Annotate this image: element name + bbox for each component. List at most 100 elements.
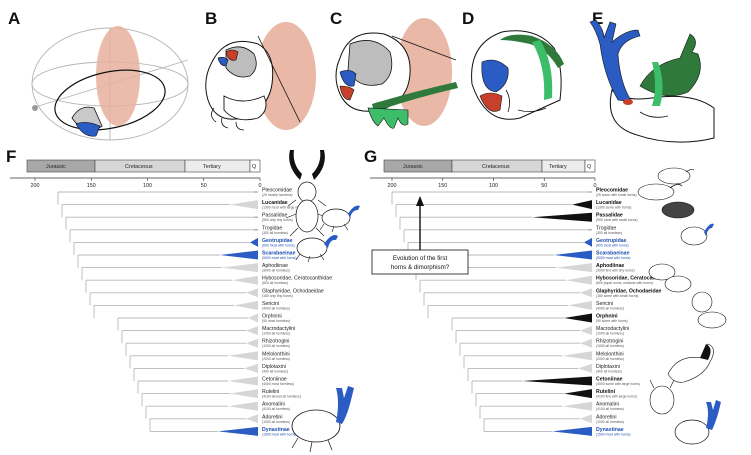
f-taxon-note: (1500 most with horns) — [262, 432, 297, 436]
annotation-group: Evolution of the first horns & dimorphis… — [371, 196, 469, 275]
g-clade-wedge — [562, 351, 592, 361]
rhinoceros-beetle-icon — [291, 386, 354, 453]
f-taxon-name: Rutelini — [262, 389, 279, 395]
era-q-g: Q — [587, 164, 591, 170]
f-clade-wedge — [246, 326, 258, 336]
g-clade-wedge — [566, 275, 592, 285]
phylogeny-f: Pleocomidae(25 mostly hornless)Lucanidae… — [57, 188, 332, 436]
blue-region-a — [75, 122, 101, 137]
f-taxon-name: Macrodactylini — [262, 326, 295, 332]
f-clade-wedge — [230, 389, 258, 399]
panel-c-diagram — [335, 18, 458, 129]
dung-beetle-icon — [319, 205, 360, 233]
f-taxon-note: (600 most with horns) — [262, 243, 295, 247]
g-taxon-note: (1000 all hornless) — [596, 344, 624, 348]
g-taxon-note: (4000 all hornless) — [596, 306, 624, 310]
g-taxon-note: (1500 most with horns) — [596, 432, 631, 436]
orphnine-beetle-icon — [697, 311, 727, 329]
g-taxon-note: (150 some with small horns) — [596, 294, 638, 298]
f-taxon-name: Scarabaeinae — [262, 251, 296, 257]
era-jurassic-g: Jurassic — [403, 164, 423, 170]
era-tertiary-g: Tertiary — [549, 164, 567, 170]
f-taxon-name: Geotrupidae — [262, 238, 293, 244]
g-clade-wedge — [556, 263, 592, 273]
g-clade-wedge — [580, 326, 592, 336]
stag-beetle-icon — [285, 150, 329, 237]
g-tick-label: 50 — [541, 183, 547, 189]
f-clade-wedge — [250, 237, 258, 247]
g-taxon-note: (3000 few with tiny horns) — [596, 269, 635, 273]
f-taxon-note: (1000 all hornless) — [262, 332, 290, 336]
g-taxon-note: (500 most with small horns) — [596, 218, 637, 222]
rutelin-beetle-icon — [649, 379, 675, 415]
f-taxon-note: (600 all hornless) — [262, 281, 288, 285]
g-clade-wedge — [564, 389, 592, 399]
f-taxon-name: Dynastinae — [262, 427, 290, 433]
g-taxon-name: Trogidae — [596, 225, 616, 231]
f-clade-wedge — [234, 300, 258, 310]
era-q-f: Q — [252, 164, 256, 170]
f-taxon-name: Trogidae — [262, 225, 282, 231]
g-taxon-name: Diplotaxini — [596, 364, 620, 370]
f-taxon-name: Diplotaxini — [262, 364, 286, 370]
g-taxon-name: Orphnini — [596, 314, 618, 320]
era-cretaceous-g: Cretaceous — [482, 164, 510, 170]
f-taxon-name: Orphnini — [262, 314, 282, 320]
f-taxon-note: (25 mostly hornless) — [262, 193, 293, 197]
panel-label-g: G — [364, 147, 377, 166]
panel-b-diagram — [205, 22, 316, 131]
f-clade-wedge — [228, 401, 258, 411]
g-taxon-note: (4100 all hornless) — [596, 407, 624, 411]
f-taxon-name: Sericini — [262, 301, 279, 307]
g-clade-wedge — [568, 300, 592, 310]
g-tick-label: 150 — [438, 183, 447, 189]
f-clade-wedge — [228, 351, 258, 361]
g-tick-label: 100 — [489, 183, 498, 189]
panel-label-c: C — [330, 9, 342, 28]
g-clade-wedge — [552, 426, 592, 436]
annotation-line-2: horns & dimorphism? — [391, 264, 450, 271]
g-clade-wedge — [584, 237, 592, 247]
g-taxon-note: (1300 some with horns) — [596, 206, 631, 210]
g-taxon-note: (25 some with small horns) — [596, 193, 637, 197]
g-clade-wedge — [572, 200, 592, 210]
g-taxon-name: Geotrupidae — [596, 238, 627, 244]
g-taxon-note: (1000 all hornless) — [596, 420, 624, 424]
panel-d-diagram — [471, 30, 564, 120]
g-taxon-note: (5000 most with horns) — [596, 256, 631, 260]
g-taxon-name: Anomalini — [596, 402, 619, 408]
green-horn-e — [639, 33, 701, 97]
g-taxon-note: (600 most with horns) — [596, 243, 629, 247]
f-taxon-note: (150 only tiny horns) — [262, 294, 293, 298]
geotrupid-beetle-icon — [680, 223, 714, 246]
f-taxon-note: (500 only tiny horns) — [262, 218, 293, 222]
f-clade-wedge — [244, 363, 258, 373]
f-clade-wedge — [218, 426, 258, 436]
f-clade-wedge — [228, 376, 258, 386]
f-taxon-note: (90 most hornless) — [262, 319, 290, 323]
glaphyrid-beetle-icon — [691, 291, 713, 313]
g-taxon-name: Pleocomidae — [596, 188, 628, 194]
f-taxon-note: (300 all hornless) — [262, 231, 288, 235]
panel-label-a: A — [8, 9, 20, 28]
g-clade-wedge — [554, 250, 592, 260]
f-clade-wedge — [222, 263, 258, 273]
panel-label-f: F — [6, 147, 16, 166]
f-taxon-name: Glaphyridae, Ochodaeidae — [262, 288, 324, 294]
lucanid-beetle-icon — [637, 183, 683, 201]
g-taxon-note: (2000 all hornless) — [596, 357, 624, 361]
g-taxon-note: (90 some with horns) — [596, 319, 628, 323]
g-clade-wedge — [580, 414, 592, 424]
annotation-line-1: Evolution of the first — [393, 255, 448, 262]
g-clade-wedge — [532, 212, 592, 222]
aphodiine-beetle-icon — [648, 263, 676, 281]
g-taxon-note: (600 pupal horns, mutants with horns) — [596, 281, 653, 285]
g-tick-label: 0 — [594, 183, 597, 189]
g-taxon-note: (400 all hornless) — [596, 369, 622, 373]
f-taxon-name: Passalidae — [262, 213, 287, 219]
f-taxon-note: (4000 most hornless) — [262, 382, 294, 386]
f-taxon-name: Aphodiinae — [262, 263, 288, 269]
f-taxon-name: Adoretini — [262, 414, 282, 420]
